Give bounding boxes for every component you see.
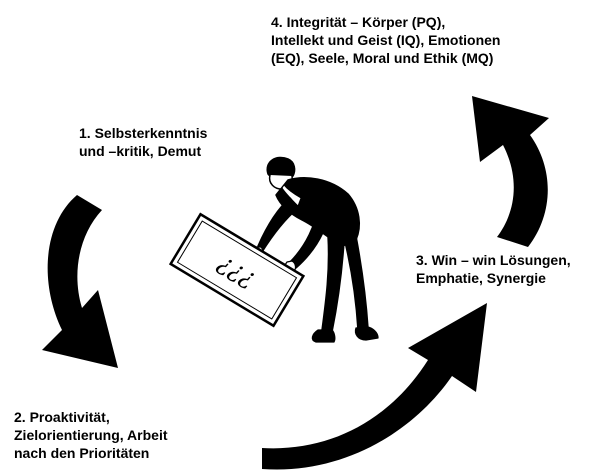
step-4-line-2: Intellekt und Geist (IQ), Emotionen xyxy=(271,32,501,48)
step-4-line-3: (EQ), Seele, Moral und Ethik (MQ) xyxy=(271,50,494,66)
step-3-line-1: 3. Win – win Lösungen, xyxy=(416,252,571,268)
step-2-line-2: Zielorientierung, Arbeit xyxy=(14,427,168,443)
cycle-arrow-icon xyxy=(42,195,118,368)
step-1-line-1: 1. Selbsterkenntnis xyxy=(79,125,208,141)
cycle-arrow-icon xyxy=(472,96,549,247)
step-4-label: 4. Integrität – Körper (PQ), Intellekt u… xyxy=(271,13,500,67)
sign-board: ¿¿¿ xyxy=(168,212,306,328)
step-4-line-1: 4. Integrität – Körper (PQ), xyxy=(271,14,446,30)
cycle-arrow-icon xyxy=(262,303,487,470)
step-3-line-2: Emphatie, Synergie xyxy=(416,270,546,286)
step-2-label: 2. Proaktivität, Zielorientierung, Arbei… xyxy=(14,408,168,462)
step-3-label: 3. Win – win Lösungen, Emphatie, Synergi… xyxy=(416,251,571,287)
step-2-line-3: nach den Prioritäten xyxy=(14,445,150,461)
step-1-line-2: und –kritik, Demut xyxy=(79,143,202,159)
step-2-line-1: 2. Proaktivität, xyxy=(14,409,110,425)
step-1-label: 1. Selbsterkenntnis und –kritik, Demut xyxy=(79,124,207,160)
